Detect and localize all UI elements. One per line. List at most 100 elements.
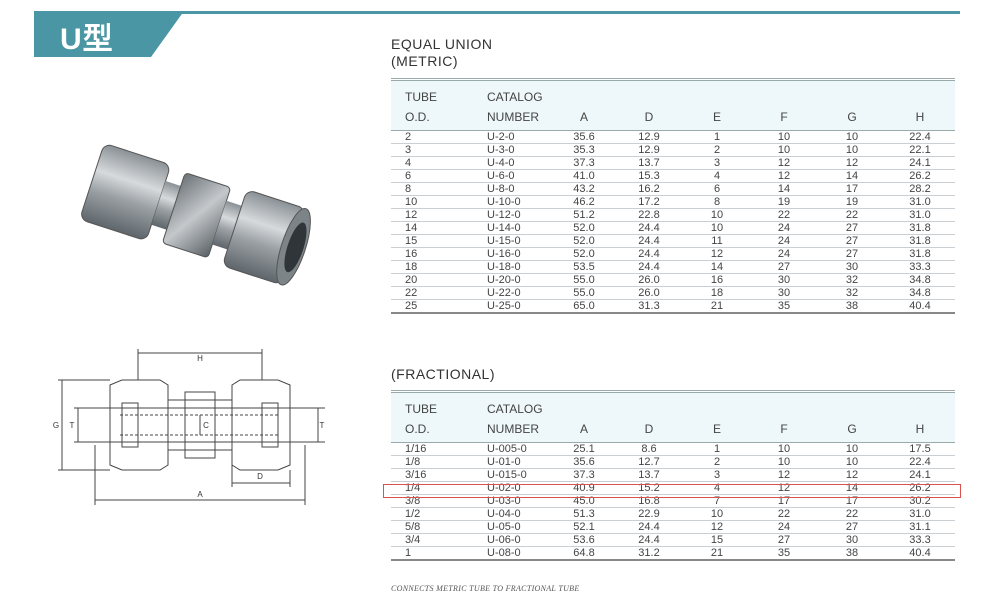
union-fitting-photo [81, 144, 311, 286]
metric-header-catalog: CATALOG [473, 78, 555, 107]
table-cell: 16 [391, 247, 473, 261]
fractional-header-a: A [555, 419, 613, 443]
table-cell: 26.0 [613, 273, 685, 287]
table-cell: 19 [749, 195, 819, 209]
table-cell: 31.0 [885, 195, 955, 209]
table-cell: 27 [819, 221, 885, 235]
table-cell: U-4-0 [473, 156, 555, 170]
table-cell: 3/4 [391, 533, 473, 547]
table-cell: 52.1 [555, 520, 613, 534]
table-cell: 10 [819, 130, 885, 144]
table-cell: 3 [391, 143, 473, 157]
table-cell: 10 [685, 208, 749, 222]
table-cell: U-08-0 [473, 546, 555, 561]
table-cell: 14 [685, 260, 749, 274]
table-cell: 31.0 [885, 507, 955, 521]
table-cell: U-05-0 [473, 520, 555, 534]
table-cell: 12 [749, 169, 819, 183]
fractional-header-od: O.D. [391, 419, 473, 443]
table-cell: 3 [685, 468, 749, 482]
table-cell: 17.2 [613, 195, 685, 209]
table-cell: 35 [749, 299, 819, 314]
table-cell: 14 [749, 182, 819, 196]
table-cell: 22 [391, 286, 473, 300]
table-cell: 10 [749, 442, 819, 456]
table-cell: 32 [819, 273, 885, 287]
table-cell: 52.0 [555, 221, 613, 235]
table-cell: 52.0 [555, 247, 613, 261]
table-cell: 21 [685, 299, 749, 314]
table-cell: 8 [391, 182, 473, 196]
table-cell: 13.7 [613, 156, 685, 170]
table-cell: 10 [749, 130, 819, 144]
table-cell: 31.0 [885, 208, 955, 222]
table-cell: 30 [749, 286, 819, 300]
table-cell: 46.2 [555, 195, 613, 209]
metric-header-h: H [885, 107, 955, 131]
table-cell: U-6-0 [473, 169, 555, 183]
table-cell: 24.4 [613, 520, 685, 534]
table-cell: U-12-0 [473, 208, 555, 222]
metric-header-g: G [819, 107, 885, 131]
table-cell: 31.8 [885, 234, 955, 248]
dim-label-c: C [203, 421, 209, 430]
table-cell: 22 [749, 507, 819, 521]
table-cell: 1/16 [391, 442, 473, 456]
table-cell: 4 [685, 169, 749, 183]
table-cell: 12.9 [613, 130, 685, 144]
table-cell: 21 [685, 546, 749, 561]
table-cell: 19 [819, 195, 885, 209]
table-cell: U-22-0 [473, 286, 555, 300]
table-cell: 10 [819, 143, 885, 157]
table-cell: 24.4 [613, 221, 685, 235]
table-cell: 25 [391, 299, 473, 314]
fractional-table: TUBE CATALOG O.D. NUMBER A D E F G H 1/1… [391, 390, 955, 561]
table-cell: 35.3 [555, 143, 613, 157]
table-cell: 3 [685, 156, 749, 170]
table-cell: 31.2 [613, 546, 685, 561]
table-cell: 15.3 [613, 169, 685, 183]
table-cell: 24 [749, 234, 819, 248]
table-cell: 24.1 [885, 468, 955, 482]
table-cell: 24 [749, 520, 819, 534]
metric-title: EQUAL UNION (METRIC) [391, 36, 492, 70]
table-cell: 37.3 [555, 468, 613, 482]
table-cell: U-10-0 [473, 195, 555, 209]
table-cell: 55.0 [555, 273, 613, 287]
table-cell: 17 [819, 182, 885, 196]
table-cell: 26.0 [613, 286, 685, 300]
table-cell: 22.1 [885, 143, 955, 157]
fractional-header-d: D [613, 419, 685, 443]
table-cell: 22 [819, 208, 885, 222]
metric-header-tube: TUBE [391, 78, 473, 107]
table-cell: 40.4 [885, 546, 955, 561]
table-cell: 22 [749, 208, 819, 222]
dim-label-d: D [257, 472, 263, 481]
table-cell: 15 [391, 234, 473, 248]
table-cell: 27 [819, 247, 885, 261]
table-cell: 2 [391, 130, 473, 144]
table-cell: U-005-0 [473, 442, 555, 456]
table-cell: 31.3 [613, 299, 685, 314]
table-cell: 22.8 [613, 208, 685, 222]
dim-label-a: A [197, 490, 203, 499]
table-cell: 1/8 [391, 455, 473, 469]
table-cell: 33.3 [885, 260, 955, 274]
table-cell: U-04-0 [473, 507, 555, 521]
table-cell: 31.1 [885, 520, 955, 534]
table-cell: 4 [391, 156, 473, 170]
table-cell: 55.0 [555, 286, 613, 300]
table-cell: 1/2 [391, 507, 473, 521]
